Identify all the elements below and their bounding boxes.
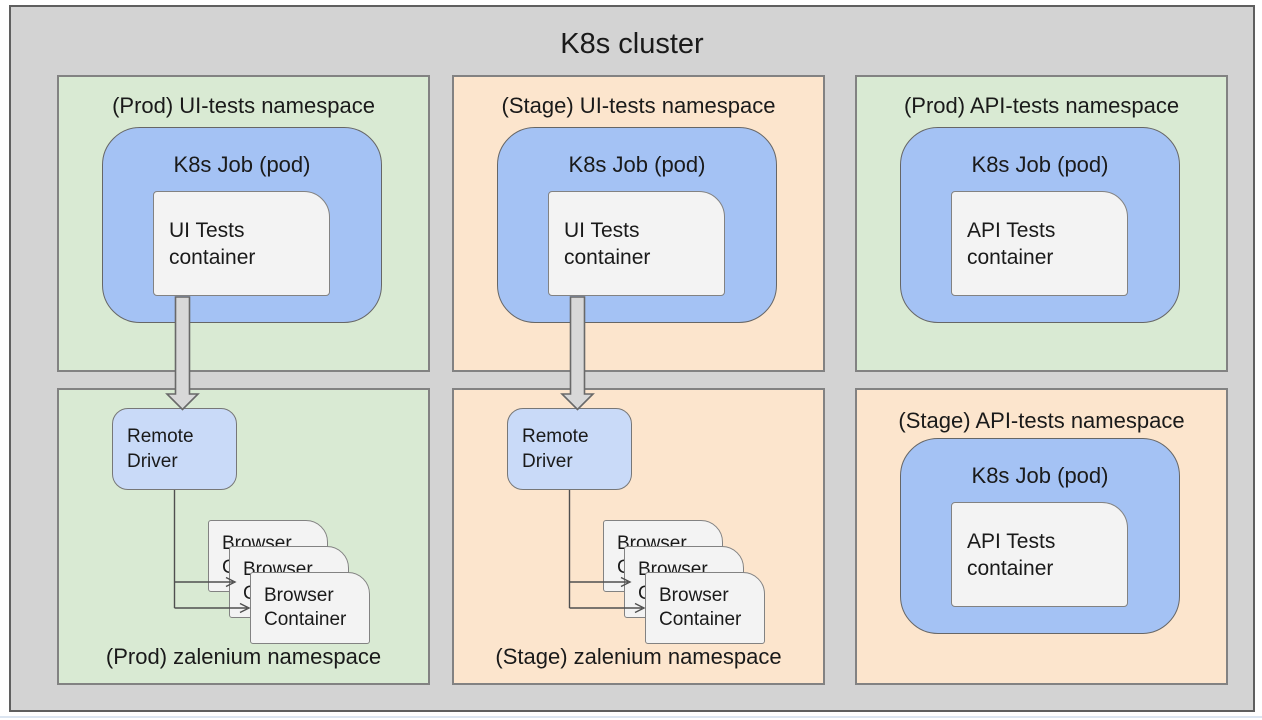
remote-driver-box: Remote Driver	[112, 408, 237, 490]
namespace-label: (Prod) API-tests namespace	[903, 93, 1180, 118]
namespace-stage-zalenium: Remote Driver Browser Container Browser …	[452, 388, 825, 685]
api-tests-container-box: API Tests container	[951, 191, 1128, 296]
namespace-prod-ui-tests: (Prod) UI-tests namespace K8s Job (pod) …	[57, 75, 430, 372]
k8s-job-pod-box: K8s Job (pod) API Tests container	[900, 438, 1180, 634]
job-label: K8s Job (pod)	[971, 463, 1109, 488]
remote-driver-box: Remote Driver	[507, 408, 632, 490]
k8s-job-pod-box: K8s Job (pod) UI Tests container	[102, 127, 382, 323]
page-bottom-divider	[0, 716, 1262, 718]
container-label-line1: UI Tests	[169, 218, 245, 242]
browser-label-line1: Browser	[264, 585, 334, 606]
namespace-label: (Stage) zalenium namespace	[495, 644, 782, 669]
job-label: K8s Job (pod)	[173, 152, 311, 177]
ui-tests-container-box: UI Tests container	[153, 191, 330, 296]
remote-driver-label-line1: Remote	[522, 426, 589, 447]
namespace-stage-api-tests: (Stage) API-tests namespace K8s Job (pod…	[855, 388, 1228, 685]
namespace-label: (Stage) UI-tests namespace	[501, 93, 776, 118]
browser-label-line2: Container	[264, 609, 347, 630]
browser-container-box-front: Browser Container	[250, 572, 370, 644]
namespace-label: (Prod) zalenium namespace	[105, 644, 382, 669]
container-label-line2: container	[169, 245, 256, 269]
browser-label-line1: Browser	[659, 585, 729, 606]
namespace-prod-api-tests: (Prod) API-tests namespace K8s Job (pod)…	[855, 75, 1228, 372]
job-label: K8s Job (pod)	[568, 152, 706, 177]
browser-label-line2: Container	[659, 609, 742, 630]
container-label-line1: API Tests	[967, 218, 1056, 242]
namespace-label: (Stage) API-tests namespace	[898, 408, 1185, 433]
remote-driver-label-line2: Driver	[127, 451, 178, 472]
container-label-line2: container	[967, 556, 1054, 580]
k8s-job-pod-box: K8s Job (pod) UI Tests container	[497, 127, 777, 323]
namespace-prod-zalenium: Remote Driver Browser Container Browser …	[57, 388, 430, 685]
container-label-line2: container	[564, 245, 651, 269]
remote-driver-label-line2: Driver	[522, 451, 573, 472]
container-label-line1: UI Tests	[564, 218, 640, 242]
container-label-line1: API Tests	[967, 529, 1056, 553]
cluster-title: K8s cluster	[560, 28, 704, 60]
namespace-stage-ui-tests: (Stage) UI-tests namespace K8s Job (pod)…	[452, 75, 825, 372]
namespace-label: (Prod) UI-tests namespace	[112, 93, 375, 118]
browser-container-box-front: Browser Container	[645, 572, 765, 644]
api-tests-container-box: API Tests container	[951, 502, 1128, 607]
job-label: K8s Job (pod)	[971, 152, 1109, 177]
remote-driver-label-line1: Remote	[127, 426, 194, 447]
ui-tests-container-box: UI Tests container	[548, 191, 725, 296]
container-label-line2: container	[967, 245, 1054, 269]
k8s-job-pod-box: K8s Job (pod) API Tests container	[900, 127, 1180, 323]
